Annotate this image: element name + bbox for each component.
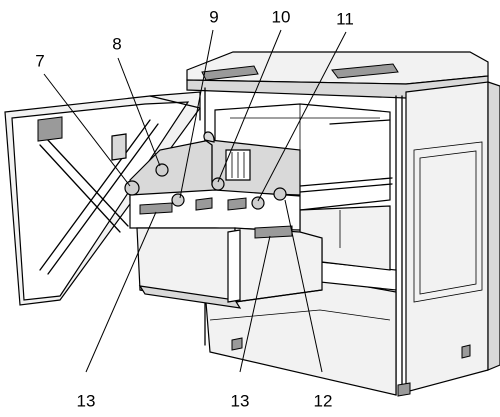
pulled-out-module xyxy=(124,131,323,309)
leader-lines xyxy=(43,29,347,373)
callout-11: 11 xyxy=(336,9,354,28)
callout-8: 8 xyxy=(112,34,121,53)
callout-13-left: 13 xyxy=(77,391,96,410)
callout-9: 9 xyxy=(209,7,218,26)
callout-10: 10 xyxy=(272,7,291,26)
callout-13-right: 13 xyxy=(231,391,250,410)
callout-labels: 7 8 9 10 11 12 13 13 xyxy=(35,7,354,410)
callout-12: 12 xyxy=(314,391,333,410)
callout-7: 7 xyxy=(35,51,44,70)
front-door xyxy=(4,91,201,306)
